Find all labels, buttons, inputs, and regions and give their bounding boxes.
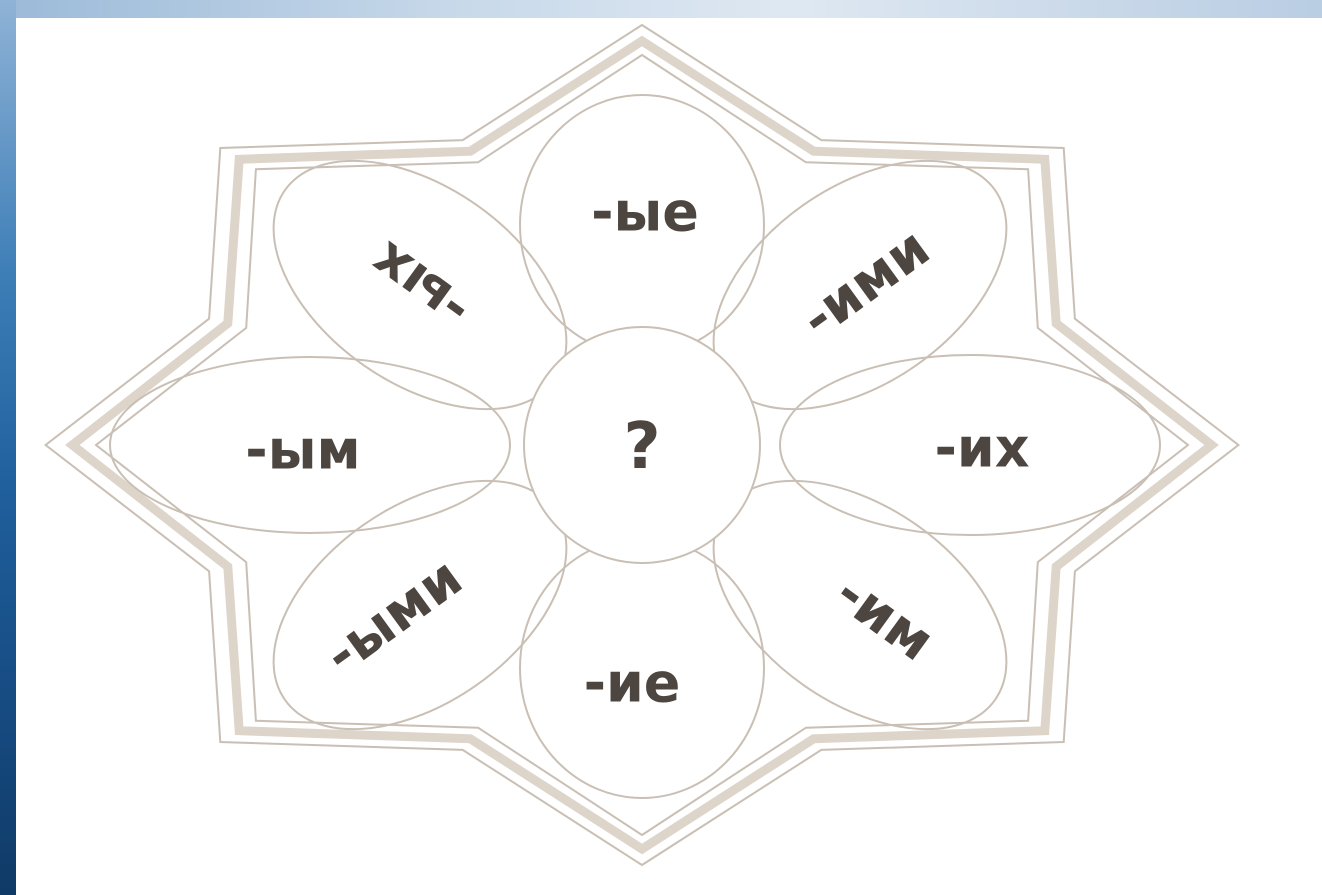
petal-label-bottom-left: -ыми (313, 545, 474, 686)
diagram-canvas: ? -ые -ими -их -им -ие -ыми -ым -ых (16, 18, 1322, 895)
petal-label-bottom-right: -им (824, 561, 945, 673)
slide-frame-left (0, 0, 16, 895)
flower-diagram: ? -ые -ими -их -им -ие -ыми -ым -ых (16, 18, 1322, 895)
slide-frame-top (0, 0, 1322, 18)
petal-label-right: -их (934, 417, 1029, 480)
petal-label-left: -ым (245, 419, 360, 482)
petal-label-bottom: -ие (584, 652, 681, 715)
petal-label-top-left: -ых (358, 229, 481, 342)
center-question-label: ? (623, 410, 660, 484)
petal-label-top: -ые (591, 181, 699, 244)
petal-label-top-right: -ими (789, 216, 941, 351)
